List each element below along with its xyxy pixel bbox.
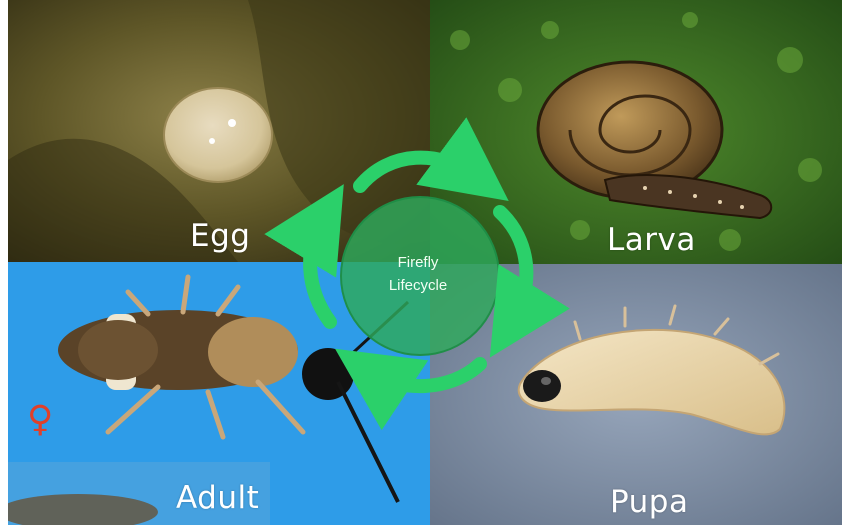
stage-label-pupa: Pupa — [610, 484, 688, 520]
hub-title-line2: Lifecycle — [340, 274, 496, 297]
hub-title-line1: Firefly — [340, 251, 496, 274]
female-symbol: ♀ — [27, 402, 53, 438]
stage-label-egg: Egg — [190, 218, 250, 254]
hub-title: Firefly Lifecycle — [340, 251, 496, 297]
stage-label-adult: Adult — [176, 480, 259, 516]
stage-label-larva: Larva — [607, 222, 696, 258]
